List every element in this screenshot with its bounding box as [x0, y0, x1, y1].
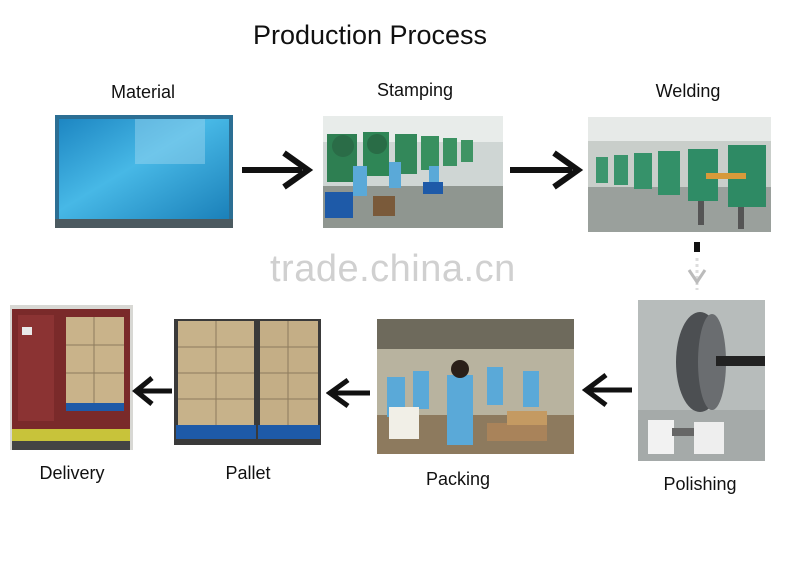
step-label-welding: Welding: [655, 81, 721, 101]
arrow-down-icon: [685, 240, 709, 296]
arrow-left-icon: [326, 377, 372, 409]
arrow-left-icon: [132, 375, 174, 407]
step-label-pallet: Pallet: [225, 463, 271, 483]
packing-photo: [377, 319, 574, 454]
watermark-text: trade.china.cn: [270, 248, 516, 290]
step-label-polishing: Polishing: [663, 474, 737, 494]
pallet-photo: [174, 319, 321, 445]
step-label-delivery: Delivery: [39, 463, 105, 483]
page-title: Production Process: [252, 20, 488, 50]
polishing-photo: [638, 300, 765, 461]
arrow-right-icon: [508, 150, 584, 190]
arrow-left-icon: [582, 372, 634, 408]
material-photo: [55, 115, 233, 228]
step-label-packing: Packing: [425, 469, 491, 489]
step-label-stamping: Stamping: [376, 80, 454, 100]
step-label-material: Material: [110, 82, 176, 102]
welding-photo: [588, 117, 771, 232]
stamping-photo: [323, 116, 503, 228]
delivery-photo: [10, 305, 133, 450]
arrow-right-icon: [240, 150, 314, 190]
